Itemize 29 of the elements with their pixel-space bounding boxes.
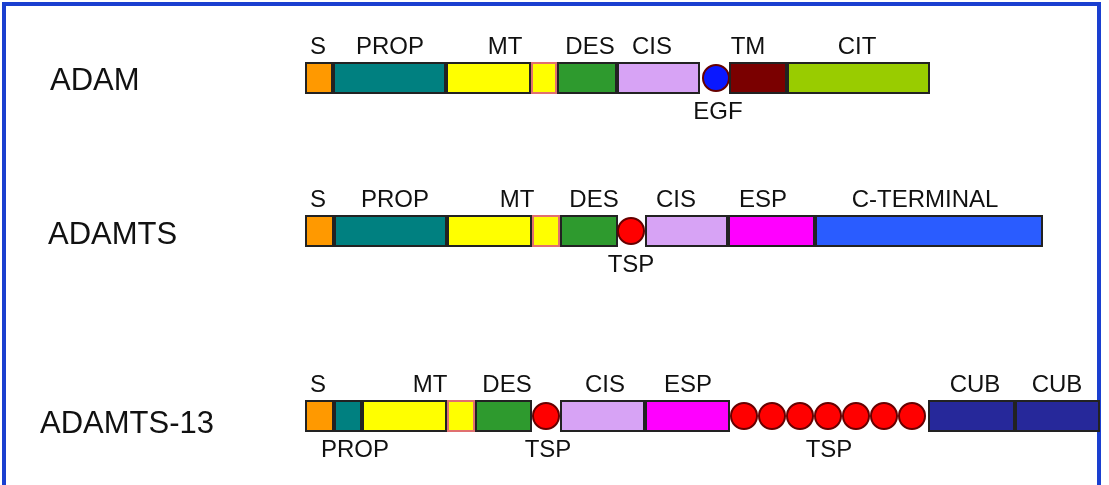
domain-label: TM: [730, 34, 766, 58]
domain-label: TSP: [805, 437, 853, 461]
domain-label: TSP: [607, 252, 655, 276]
domain-label: PROP: [321, 437, 389, 461]
domain-label: S: [310, 187, 326, 211]
domain-label: S: [310, 34, 326, 58]
domain-label: EGF: [693, 99, 743, 123]
domain-label: ESP: [664, 372, 712, 396]
domain-label: PROP: [361, 187, 429, 211]
domain-label: MT: [412, 372, 448, 396]
domain-label: C-TERMINAL: [851, 187, 999, 211]
protein-name: ADAMTS: [48, 216, 178, 252]
domain-label: DES: [482, 372, 532, 396]
domain-label: PROP: [356, 34, 424, 58]
protein-name: ADAM: [50, 62, 140, 98]
protein-name: ADAMTS-13: [40, 405, 214, 441]
domain-label: DES: [565, 34, 615, 58]
domain-label: CUB: [949, 372, 1001, 396]
domain-label: DES: [569, 187, 619, 211]
domain-label: ESP: [739, 187, 787, 211]
domain-label: CIS: [656, 187, 696, 211]
domain-label: S: [310, 372, 326, 396]
domain-label: MT: [487, 34, 523, 58]
domain-label: CUB: [1031, 372, 1083, 396]
domain-label: CIT: [837, 34, 877, 58]
domain-label: CIS: [585, 372, 625, 396]
domain-label: CIS: [632, 34, 672, 58]
domain-label: MT: [499, 187, 535, 211]
domain-label: TSP: [524, 437, 572, 461]
